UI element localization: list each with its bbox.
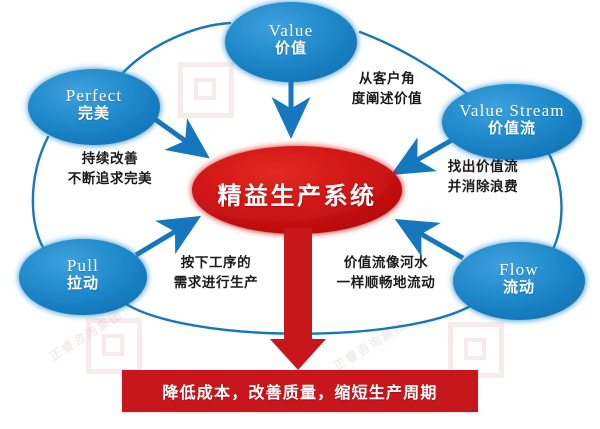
arrow-flow-to-center [394, 219, 465, 261]
node-perfect [28, 69, 160, 145]
ring-arc-perfect-value [116, 21, 232, 80]
node-value-stream [442, 84, 582, 160]
arrow-perfect-to-center [150, 114, 210, 159]
node-flow [453, 242, 585, 320]
arrow-pull-to-center [134, 215, 202, 258]
ring-arc-value-valuestream [358, 30, 472, 98]
node-center[interactable] [192, 146, 402, 234]
result-down-arrow [270, 228, 326, 370]
result-banner: 降低成本，改善质量，缩短生产周期 [122, 370, 478, 412]
ring-arc-perfect-pull [31, 135, 50, 256]
ring-arc-valuestream-flow [546, 150, 563, 260]
arrow-valuestream-to-center [390, 137, 454, 175]
inward-arrows [134, 72, 465, 261]
result-banner-text: 降低成本，改善质量，缩短生产周期 [162, 383, 438, 402]
node-pull [19, 239, 147, 315]
node-value [225, 2, 357, 82]
satellite-nodes[interactable] [19, 2, 585, 320]
